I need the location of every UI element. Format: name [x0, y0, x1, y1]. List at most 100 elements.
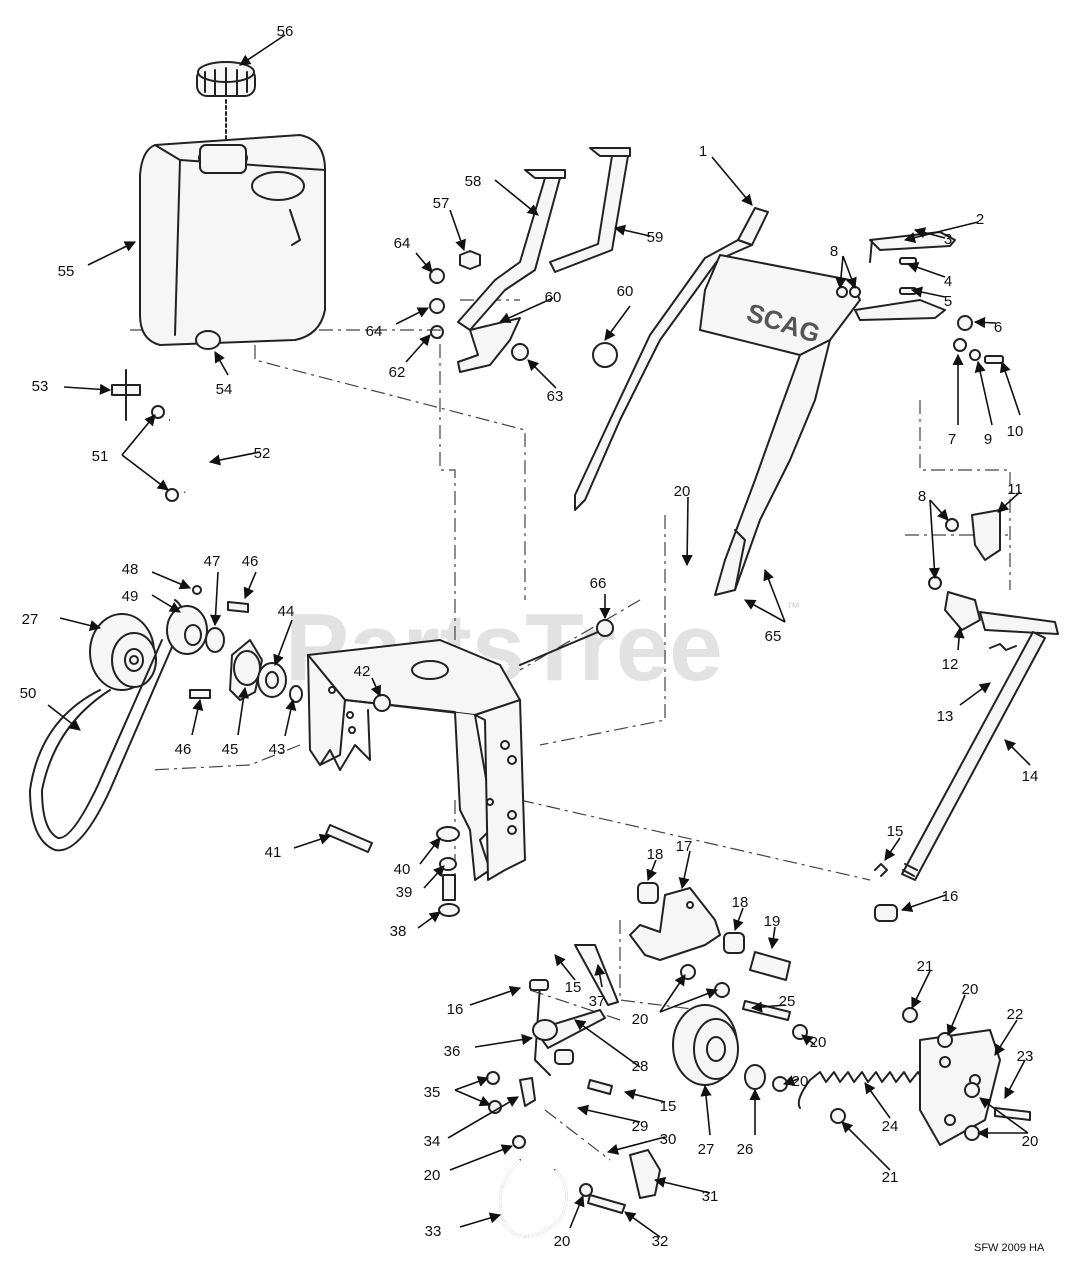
- callout-16: 16: [900, 888, 959, 913]
- leader-line: [239, 34, 286, 66]
- control-plate: [457, 317, 521, 373]
- leader-line: [151, 571, 192, 590]
- callout-20: 20: [946, 981, 978, 1037]
- leader-line: [474, 1034, 534, 1048]
- fuel-cap: [196, 61, 256, 97]
- leader-line: [928, 499, 940, 580]
- callout-27: 27: [22, 611, 102, 631]
- callout-number: 15: [660, 1098, 677, 1115]
- callout-38: 38: [390, 911, 441, 940]
- leader-line: [974, 360, 993, 426]
- callout-number: 3: [944, 231, 952, 248]
- leader-line: [681, 496, 693, 567]
- callout-36: 36: [444, 1034, 534, 1060]
- callout-number: 56: [277, 23, 294, 40]
- callout-number: 7: [948, 431, 956, 448]
- leader-line: [574, 1019, 641, 1068]
- leader-line: [750, 1001, 786, 1013]
- leader-line: [911, 970, 931, 1010]
- leader-line: [782, 1075, 799, 1086]
- callout-number: 65: [765, 628, 782, 645]
- fuel-tank: [139, 134, 326, 346]
- callout-10: 10: [999, 360, 1023, 440]
- callout-64: 64: [394, 235, 433, 273]
- callout-number: 20: [554, 1233, 571, 1250]
- callout-number: 30: [660, 1131, 677, 1148]
- callout-20: 20: [801, 1034, 826, 1051]
- lower-clamp: [499, 1135, 626, 1238]
- drive-pulley-left: [89, 613, 157, 691]
- leader-line: [459, 1212, 502, 1228]
- leader-line: [209, 571, 222, 627]
- callout-number: 16: [942, 888, 959, 905]
- callout-42: 42: [354, 663, 382, 698]
- leader-line: [711, 156, 753, 206]
- leader-line: [576, 1104, 641, 1123]
- callout-number: 58: [465, 173, 482, 190]
- leader-line: [900, 894, 947, 913]
- callout-number: 26: [737, 1141, 754, 1158]
- callout-51: 51: [92, 414, 169, 491]
- small-hardware-top: [429, 250, 529, 361]
- leader-line: [395, 307, 430, 325]
- callout-number: 49: [122, 588, 139, 605]
- leader-line: [973, 316, 997, 329]
- callout-number: 8: [830, 243, 838, 260]
- callout-number: 18: [647, 846, 664, 863]
- callout-number: 13: [937, 708, 954, 725]
- callout-48: 48: [122, 561, 192, 590]
- swivel-bracket: [944, 591, 1059, 635]
- cam-lever: [629, 1149, 661, 1199]
- callout-number: 15: [565, 979, 582, 996]
- callout-43: 43: [269, 698, 297, 758]
- callout-number: 43: [269, 741, 286, 758]
- leader-line: [767, 926, 779, 950]
- callout-number: 64: [394, 235, 411, 252]
- callout-55: 55: [58, 241, 137, 280]
- lock-bracket: [971, 509, 1001, 561]
- leader-line: [415, 252, 433, 273]
- leader-line: [801, 1034, 816, 1046]
- leader-line: [763, 568, 786, 623]
- callout-number: 17: [676, 838, 693, 855]
- callout-number: 28: [632, 1058, 649, 1075]
- callout-20: 20: [554, 1194, 585, 1250]
- leader-line: [623, 1089, 666, 1103]
- callout-6: 6: [973, 316, 1002, 336]
- callout-number: 46: [175, 741, 192, 758]
- callout-21: 21: [841, 1121, 898, 1186]
- fuel-shutoff-valve: [111, 369, 141, 421]
- callout-number: 62: [389, 364, 406, 381]
- leader-line: [208, 451, 261, 466]
- leader-line: [243, 571, 257, 600]
- leader-line: [293, 833, 332, 849]
- callout-3: 3: [913, 227, 952, 248]
- leader-line: [646, 859, 657, 882]
- callout-23: 23: [1004, 1048, 1033, 1099]
- callout-number: 27: [22, 611, 39, 628]
- callout-24: 24: [864, 1082, 899, 1135]
- leader-line: [405, 334, 431, 363]
- callout-number: 41: [265, 844, 282, 861]
- leader-line: [423, 865, 445, 889]
- leader-line: [417, 911, 441, 929]
- callout-15: 15: [623, 1089, 677, 1115]
- callout-number: 66: [590, 575, 607, 592]
- callout-number: 8: [918, 488, 926, 505]
- leader-line: [606, 1136, 666, 1155]
- leader-line: [454, 1089, 492, 1107]
- idler-plate: [919, 1029, 1001, 1146]
- callout-number: 15: [887, 823, 904, 840]
- callout-5: 5: [910, 286, 952, 310]
- callout-number: 42: [354, 663, 371, 680]
- leader-line: [946, 994, 966, 1037]
- callout-46: 46: [175, 698, 204, 758]
- callout-47: 47: [204, 553, 222, 627]
- callout-number: 24: [882, 1118, 899, 1135]
- callout-number: 2: [976, 211, 984, 228]
- callout-49: 49: [122, 588, 181, 613]
- callout-number: 35: [424, 1084, 441, 1101]
- callout-14: 14: [1004, 739, 1038, 785]
- callout-20: 20: [424, 1144, 514, 1184]
